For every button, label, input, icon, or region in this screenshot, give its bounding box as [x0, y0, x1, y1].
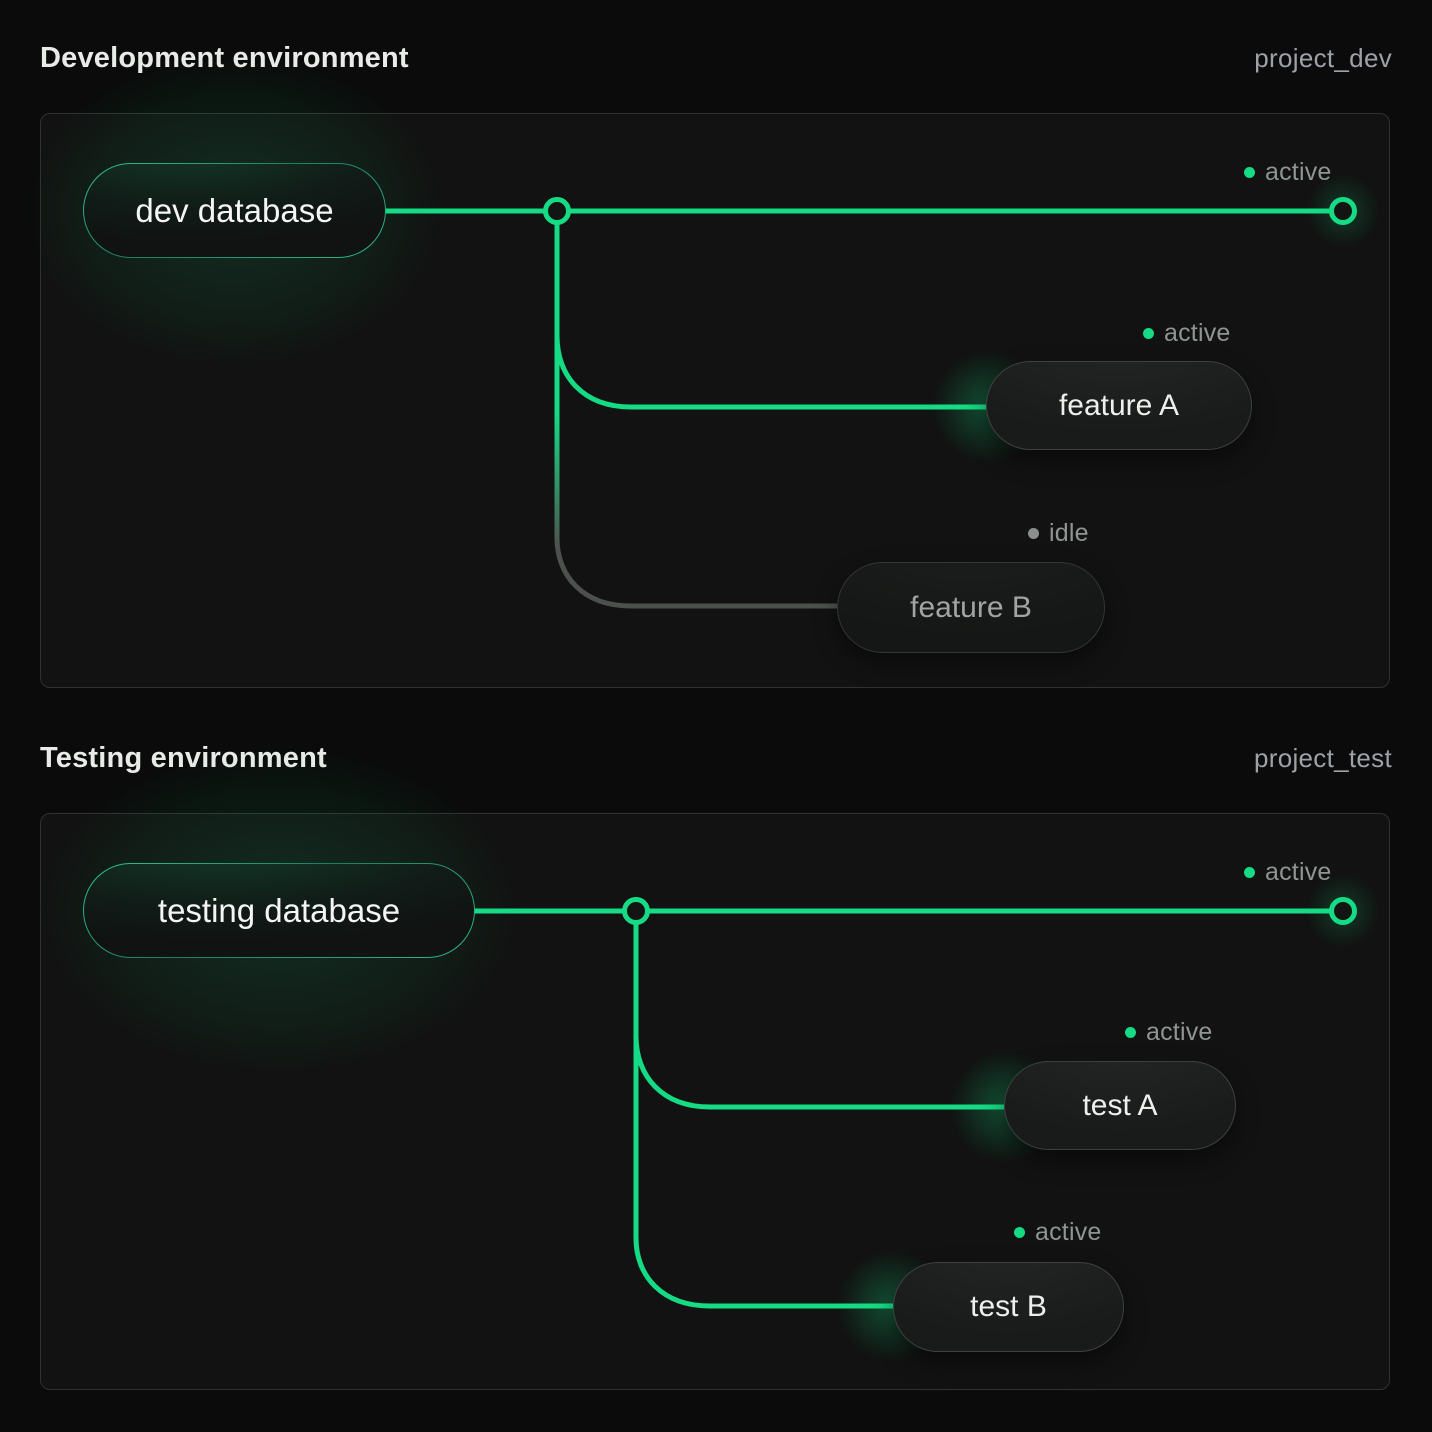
main-endpoint-node[interactable] — [1329, 197, 1357, 225]
branch-line-test-a — [633, 911, 1004, 1110]
active-status-dot — [1143, 328, 1154, 339]
node-testing-database[interactable]: testing database — [83, 863, 475, 958]
node-label: test B — [970, 1290, 1047, 1323]
branch-line-feature-a — [554, 211, 986, 410]
status-label: active — [1164, 319, 1231, 347]
status-label: active — [1035, 1218, 1102, 1246]
active-status-dot — [1014, 1227, 1025, 1238]
status-main-branch: active — [1244, 158, 1332, 187]
active-status-dot — [1244, 867, 1255, 878]
status-label: idle — [1049, 519, 1089, 547]
node-label: dev database — [135, 191, 334, 229]
test-branch-diagram — [474, 897, 1357, 1309]
test-section-header: Testing environment project_test — [40, 742, 1392, 775]
node-test-a[interactable]: test A — [1004, 1061, 1236, 1150]
development-panel: dev database feature A feature B active … — [0, 0, 1393, 688]
project-label-test: project_test — [1253, 743, 1392, 773]
status-test-b: active — [1014, 1218, 1102, 1247]
node-feature-a[interactable]: feature A — [986, 361, 1252, 450]
idle-status-dot — [1028, 528, 1039, 539]
branch-junction-node[interactable] — [622, 897, 650, 925]
main-endpoint-node[interactable] — [1329, 897, 1357, 925]
status-label: active — [1265, 158, 1332, 186]
status-test-a: active — [1125, 1018, 1213, 1047]
node-feature-b[interactable]: feature B — [837, 562, 1105, 653]
node-dev-database[interactable]: dev database — [83, 163, 386, 258]
branch-junction-node[interactable] — [543, 197, 571, 225]
status-label: active — [1265, 858, 1332, 886]
node-label: feature A — [1058, 388, 1180, 422]
node-label: test A — [1082, 1088, 1158, 1122]
branch-line-feature-b — [554, 211, 837, 609]
dev-branch-diagram — [385, 197, 1357, 609]
active-status-dot — [1125, 1027, 1136, 1038]
node-label: testing database — [157, 891, 401, 929]
branch-line-test-b — [633, 911, 893, 1309]
dev-section-header: Development environment project_dev — [40, 42, 1392, 75]
status-feature-a: active — [1143, 319, 1231, 348]
node-test-b[interactable]: test B — [893, 1262, 1124, 1352]
section-title-development: Development environment — [40, 42, 409, 74]
project-label-dev: project_dev — [1254, 43, 1392, 73]
active-status-dot — [1244, 167, 1255, 178]
status-feature-b: idle — [1028, 519, 1089, 548]
status-label: active — [1146, 1018, 1213, 1046]
status-main-branch: active — [1244, 858, 1332, 887]
testing-panel: testing database test A test B active ac… — [0, 690, 1393, 1390]
node-label: feature B — [910, 590, 1032, 624]
section-title-testing: Testing environment — [40, 742, 327, 774]
